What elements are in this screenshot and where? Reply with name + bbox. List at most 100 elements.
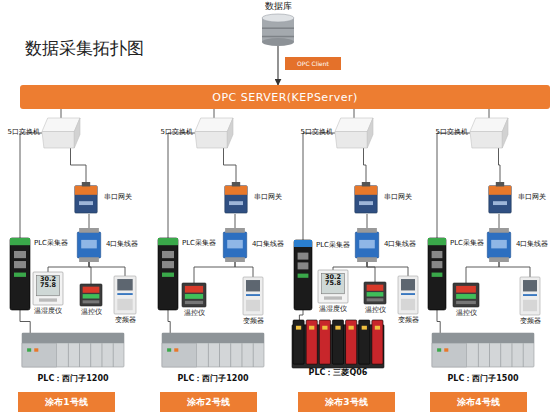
gateway-node: 串口网关	[486, 182, 514, 214]
controller-display	[185, 294, 203, 299]
collector-led	[298, 274, 309, 278]
device-illustration	[114, 276, 136, 314]
device-label: 5口交换机	[301, 129, 333, 137]
inverter-panel	[246, 280, 260, 291]
switch-node: 5口交换机	[335, 118, 373, 148]
gateway-body	[75, 186, 97, 213]
plc-led	[167, 348, 171, 351]
gateway-label-plate	[79, 201, 93, 205]
device-label: 温控仪	[456, 310, 477, 318]
switch-side	[367, 118, 373, 148]
database-node: 数据库	[262, 14, 294, 46]
hub-body	[77, 232, 100, 258]
cylinder-top	[262, 14, 294, 22]
collector-top	[428, 238, 446, 245]
inverter-body	[243, 277, 263, 315]
device-label: PLC：西门子1200	[37, 375, 108, 384]
plc-groove	[252, 343, 254, 367]
hub-body	[355, 232, 378, 258]
device-illustration	[22, 333, 124, 367]
plc-rack	[432, 333, 534, 367]
inverter-body	[114, 276, 136, 314]
controller-display	[456, 294, 476, 299]
gateway-cap	[225, 186, 247, 195]
gateway-cap	[355, 186, 377, 195]
collector-node: PLC采集器	[158, 238, 178, 310]
plc-module	[306, 320, 317, 364]
collector-led	[14, 273, 26, 277]
device-illustration	[428, 238, 446, 310]
plc-module	[372, 320, 383, 364]
plc-groove	[489, 343, 491, 367]
switch-front	[42, 132, 74, 149]
plc-led	[349, 326, 354, 330]
connector-line	[499, 214, 500, 228]
device-label: 5口交换机	[161, 129, 193, 137]
controller-body	[80, 284, 102, 306]
meter-reading: 30.2 75.8	[38, 276, 57, 289]
device-illustration	[294, 240, 312, 310]
device-illustration	[470, 118, 508, 148]
switch-side	[502, 118, 508, 148]
plc-rack	[22, 333, 124, 367]
plc-groove	[477, 343, 479, 367]
switch-node: 5口交换机	[42, 118, 80, 148]
device-illustration	[432, 333, 534, 367]
gateway-port	[232, 182, 240, 186]
device-label: 变频器	[398, 317, 419, 325]
plc-led	[375, 326, 380, 330]
collector-port	[432, 251, 443, 258]
device-label: 串口网关	[518, 194, 546, 202]
connector-line	[466, 262, 499, 283]
plc-groove	[112, 343, 114, 367]
connector-line	[489, 109, 490, 118]
device-illustration	[352, 182, 380, 214]
controller-node: 温控仪	[80, 284, 102, 306]
collector-port	[432, 261, 443, 268]
meter-keys	[39, 298, 57, 301]
controller-keys	[456, 301, 476, 304]
meter-body	[318, 270, 348, 303]
connector-line	[194, 262, 235, 283]
connector-line	[367, 262, 408, 276]
hub-plate	[491, 240, 507, 249]
gateway-body	[225, 186, 247, 213]
plc-led	[437, 348, 441, 351]
line-box: 涂布4号线	[430, 392, 527, 412]
switch-side	[227, 118, 233, 148]
device-label: 温控仪	[365, 307, 386, 315]
connector-line	[89, 214, 90, 228]
device-illustration	[195, 118, 233, 148]
collector-node: PLC采集器	[294, 240, 312, 310]
line-box: 涂布1号线	[18, 392, 115, 412]
device-label: 串口网关	[254, 194, 282, 202]
switch-top	[42, 118, 80, 132]
plc-groove	[500, 343, 502, 367]
plc-cpu	[22, 343, 57, 367]
device-label: 温控仪	[81, 309, 102, 317]
device-illustration	[292, 320, 384, 368]
switch-front	[195, 132, 227, 149]
gateway-port	[362, 182, 370, 186]
box-text: 涂布3号线	[298, 392, 395, 412]
device-label: 4口集线器	[384, 241, 416, 249]
collector-port	[162, 261, 174, 268]
plc-node: PLC：三菱Q06	[292, 320, 384, 368]
device-label: PLC：西门子1500	[447, 375, 518, 384]
controller-body	[182, 283, 206, 307]
connector-line	[20, 133, 42, 238]
line-box: 涂布2号线	[160, 392, 257, 412]
device-label: 5口交换机	[436, 129, 468, 137]
hub-body	[487, 232, 510, 258]
connector-line	[499, 148, 501, 182]
plc-groove	[101, 343, 103, 367]
collector-node: PLC采集器	[10, 238, 30, 310]
plc-groove	[522, 343, 524, 367]
device-illustration	[76, 228, 102, 262]
device-illustration	[158, 238, 178, 310]
inverter-node: 变频器	[114, 276, 136, 314]
hub-plate	[359, 240, 375, 249]
device-label: 4口集线器	[252, 241, 284, 249]
device-illustration	[72, 182, 100, 214]
device-illustration	[486, 182, 514, 214]
